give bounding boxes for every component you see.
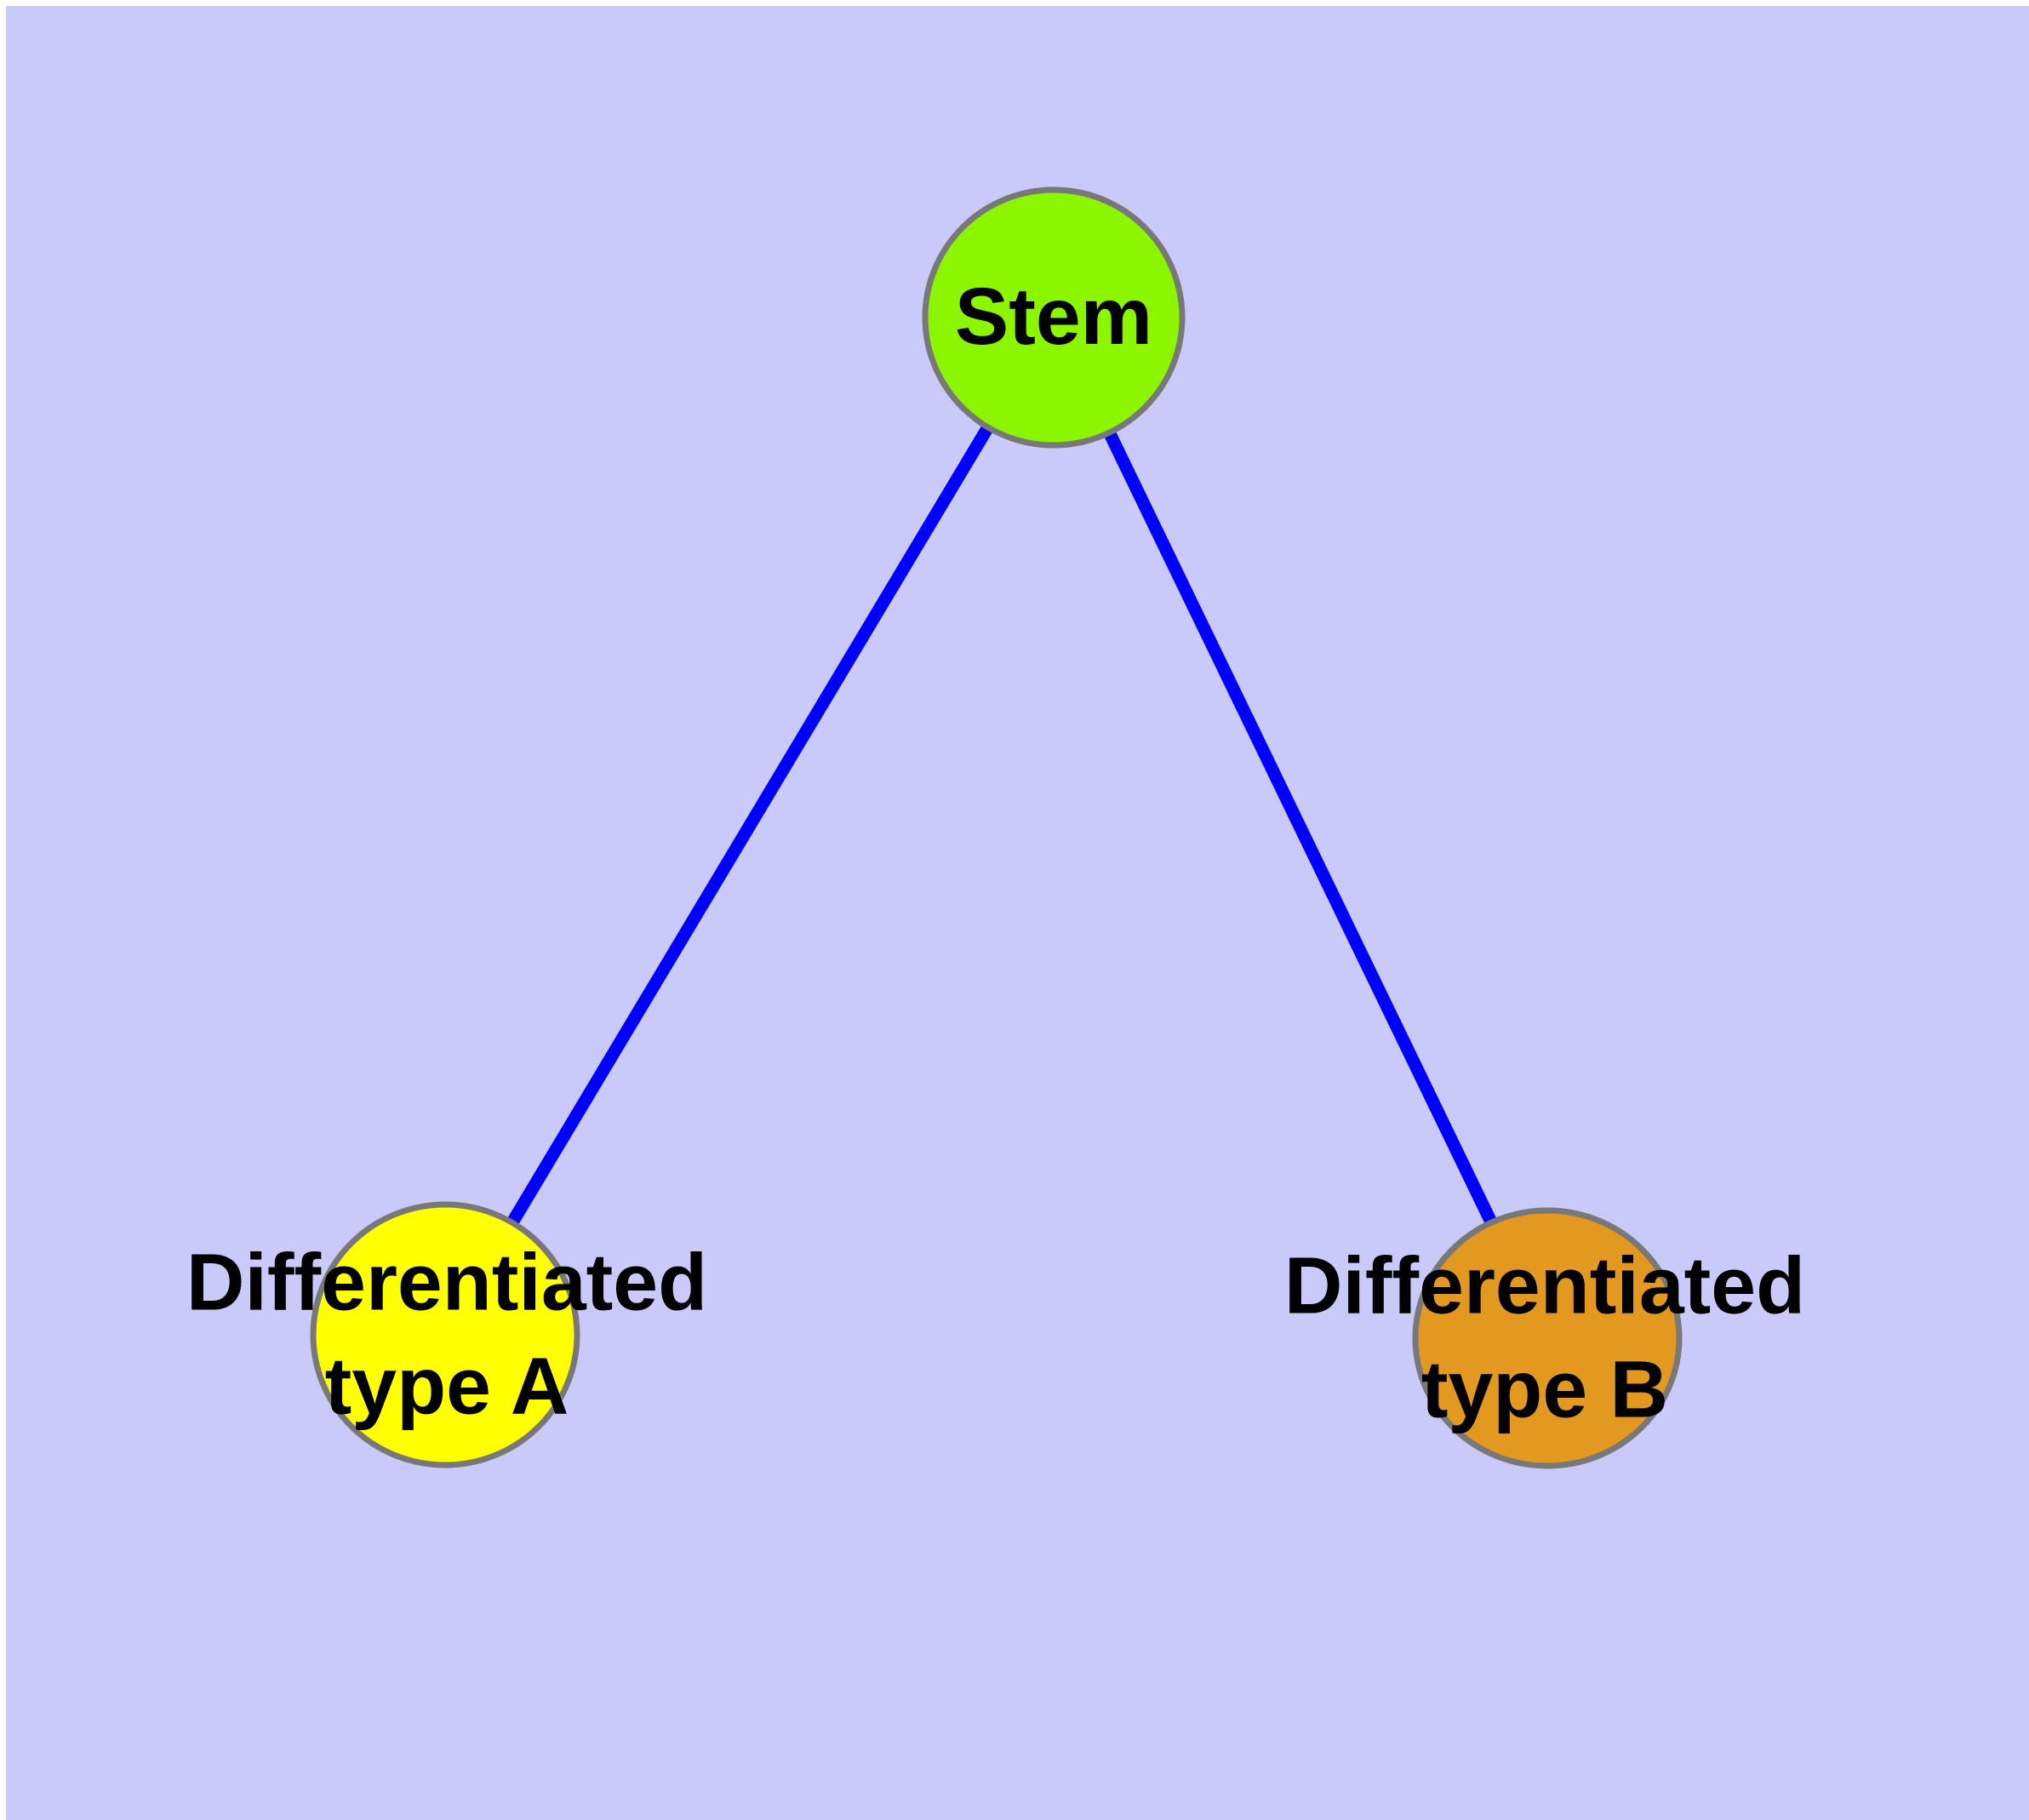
node-type-a-circle xyxy=(310,1201,580,1468)
edge-stem-to-type-b xyxy=(1048,314,1553,1342)
node-stem-label: Stem xyxy=(954,272,1153,363)
edge-stem-to-type-a xyxy=(439,314,1060,1338)
node-type-a-label: Differentiated type A xyxy=(186,1237,708,1431)
node-type-b-label: Differentiated type B xyxy=(1283,1240,1806,1434)
node-stem-circle xyxy=(922,186,1186,449)
node-type-b-circle xyxy=(1412,1207,1683,1469)
